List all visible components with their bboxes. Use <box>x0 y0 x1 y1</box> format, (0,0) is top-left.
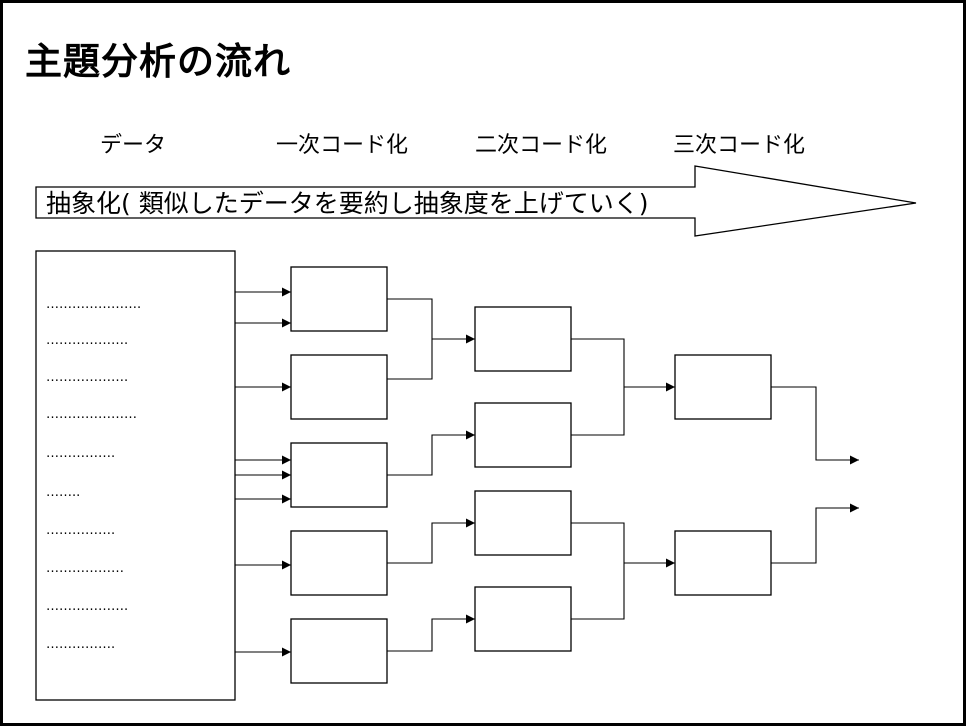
data-row: ………………. <box>46 599 128 614</box>
secondary-code-box <box>474 586 572 652</box>
data-row: ……………. <box>46 523 115 538</box>
data-rows: …………………. ………………. ………………. ………………… ……………. … <box>46 297 141 652</box>
abstraction-arrow-label: 抽象化( 類似したデータを要約し抽象度を上げていく) <box>46 189 648 218</box>
data-row: …….. <box>46 485 80 500</box>
tertiary-code-box <box>674 354 772 420</box>
data-row: ………………. <box>46 333 128 348</box>
page-title: 主題分析の流れ <box>25 40 291 83</box>
data-to-primary-arrows <box>235 287 291 657</box>
data-row: ………………. <box>46 370 128 385</box>
flow-diagram: 抽象化( 類似したデータを要約し抽象度を上げていく) …………………. …………… <box>35 165 917 701</box>
data-box <box>35 250 236 701</box>
primary-code-box <box>290 618 388 684</box>
data-row: ……………. <box>46 637 115 652</box>
data-row: ………………… <box>46 407 137 422</box>
column-header-tertiary-coding: 三次コード化 <box>673 133 806 158</box>
secondary-to-tertiary-connectors <box>571 338 675 620</box>
primary-code-box <box>290 530 388 596</box>
data-row: ……………. <box>46 446 115 461</box>
primary-code-box <box>290 442 388 508</box>
primary-code-box <box>290 266 388 332</box>
tertiary-code-box <box>674 530 772 596</box>
secondary-code-box <box>474 490 572 556</box>
secondary-code-box <box>474 306 572 372</box>
primary-to-secondary-connectors <box>387 298 475 652</box>
column-header-primary-coding: 一次コード化 <box>276 133 409 158</box>
data-row: …………………. <box>46 297 141 312</box>
abstraction-arrow <box>35 165 917 237</box>
secondary-code-box <box>474 402 572 468</box>
column-header-data: データ <box>100 133 167 158</box>
primary-code-box <box>290 354 388 420</box>
column-header-secondary-coding: 二次コード化 <box>475 133 608 158</box>
data-row: ……………… <box>46 561 124 576</box>
tertiary-output-arrows <box>771 386 859 564</box>
